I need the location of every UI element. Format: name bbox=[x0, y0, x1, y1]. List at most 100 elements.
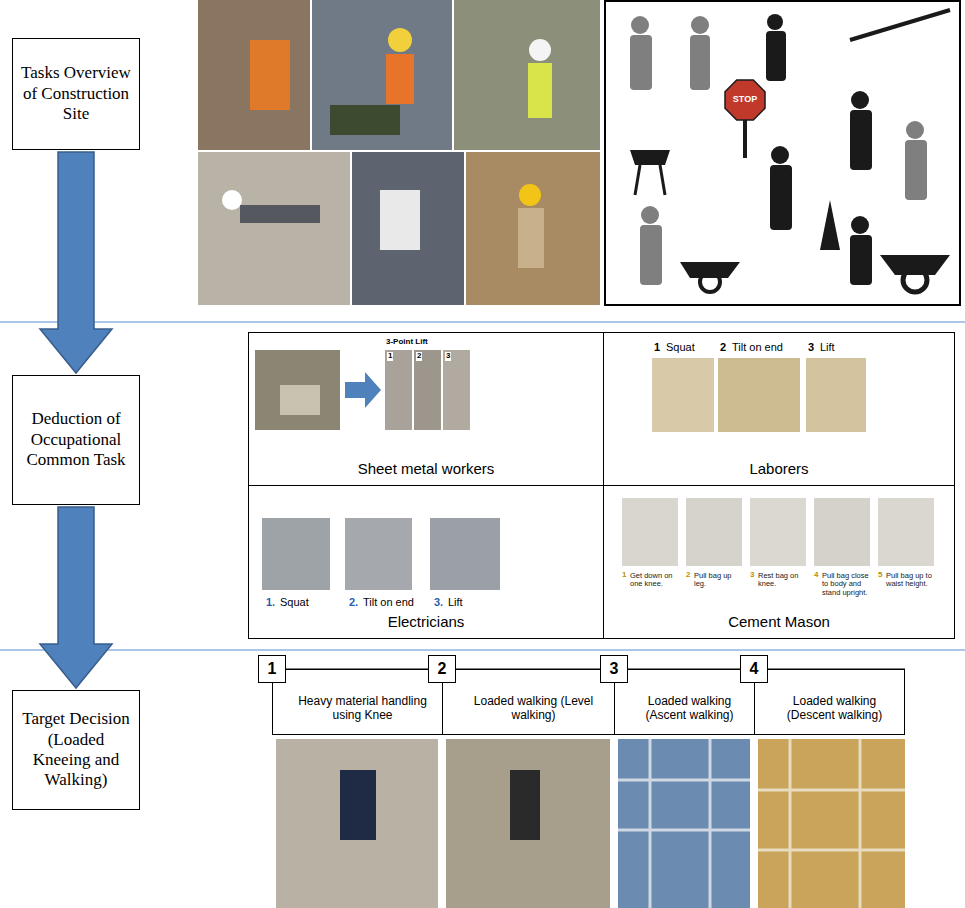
node-text: Loaded walking (Descent walking) bbox=[771, 694, 898, 723]
photo bbox=[262, 518, 330, 590]
photo-label: Tilt on end bbox=[732, 341, 783, 353]
node-text: 3 bbox=[610, 660, 619, 678]
text-holder: 4 bbox=[750, 660, 759, 678]
photo bbox=[750, 498, 806, 566]
photo bbox=[814, 498, 870, 566]
photo-collage bbox=[198, 0, 600, 305]
text-holder: Cement Mason bbox=[608, 613, 950, 630]
node-text: Electricians bbox=[253, 613, 599, 630]
photo-label: 5 bbox=[878, 571, 882, 580]
photo-detail bbox=[510, 770, 540, 840]
target-header: Loaded walking (Ascent walking) bbox=[614, 669, 755, 735]
stage-box: Tasks Overview of Construction Site bbox=[12, 38, 140, 150]
node-text: 4 bbox=[750, 660, 759, 678]
trade-panel: Laborers bbox=[603, 332, 955, 486]
photo-label: 3 bbox=[808, 341, 814, 353]
block-arrow bbox=[40, 152, 112, 373]
photo bbox=[618, 739, 750, 908]
photo-label: Rest bag on knee. bbox=[758, 572, 808, 589]
photo-detail bbox=[529, 39, 551, 61]
step-arrow bbox=[345, 372, 381, 408]
photo bbox=[198, 0, 310, 150]
node-text: 1 bbox=[268, 660, 277, 678]
text-holder: 1 bbox=[268, 660, 277, 678]
photo-label: Pull bag up to waist height. bbox=[886, 572, 936, 589]
scaffold-detail bbox=[618, 739, 750, 908]
worker-silhouette bbox=[905, 140, 927, 200]
photo bbox=[352, 152, 464, 305]
photo-label: Squat bbox=[280, 596, 309, 608]
photo bbox=[466, 152, 600, 305]
photo-label: 1 bbox=[387, 352, 393, 361]
worker-silhouette bbox=[850, 110, 872, 170]
photo-label: 3 bbox=[445, 352, 451, 361]
photo-detail bbox=[519, 184, 541, 206]
photo-label: 1 bbox=[622, 571, 626, 580]
text-holder: Heavy material handling using Knee bbox=[289, 694, 436, 723]
photo bbox=[430, 518, 500, 590]
photo-label: 2 bbox=[686, 571, 690, 580]
worker-silhouette bbox=[767, 14, 783, 30]
text-holder: 2 bbox=[438, 660, 447, 678]
node-text: Deduction of Occupational Common Task bbox=[19, 409, 133, 470]
photo-detail bbox=[386, 54, 414, 104]
photo-label: Lift bbox=[820, 341, 835, 353]
photo bbox=[414, 350, 441, 430]
worker-silhouette bbox=[906, 121, 924, 139]
worker-silhouette bbox=[640, 225, 662, 285]
task-photos bbox=[255, 350, 934, 590]
photo-detail bbox=[330, 105, 400, 135]
text-holder: Loaded walking (Ascent walking) bbox=[631, 694, 748, 723]
photo bbox=[345, 518, 412, 590]
photo bbox=[622, 498, 678, 566]
photo-label: Pull bag up leg. bbox=[694, 572, 744, 589]
photo-label: Pull bag close to body and stand upright… bbox=[822, 572, 872, 597]
photo bbox=[686, 498, 742, 566]
text-holder: Deduction of Occupational Common Task bbox=[19, 409, 133, 470]
photo bbox=[718, 358, 800, 432]
text-holder: Loaded walking (Level walking) bbox=[459, 694, 608, 723]
worker-silhouette bbox=[771, 146, 789, 164]
photo bbox=[806, 358, 866, 432]
text-holder: Tasks Overview of Construction Site bbox=[19, 63, 133, 124]
worker-silhouette bbox=[630, 35, 652, 90]
node-text: Heavy material handling using Knee bbox=[289, 694, 436, 723]
target-header: Heavy material handling using Knee bbox=[272, 669, 443, 735]
worker-silhouette bbox=[631, 16, 649, 34]
stage-box: Target Decision (Loaded Kneeing and Walk… bbox=[12, 690, 140, 810]
cone-silhouette bbox=[820, 200, 840, 250]
worker-silhouette bbox=[851, 216, 869, 234]
node-text: Cement Mason bbox=[608, 613, 950, 630]
photo-detail bbox=[222, 190, 242, 210]
photo-label: STOP bbox=[725, 95, 765, 105]
silhouette-panel bbox=[605, 1, 960, 305]
text-holder: 3 bbox=[610, 660, 619, 678]
photo-label: 3. bbox=[434, 596, 443, 608]
target-photos bbox=[258, 669, 905, 908]
barricade-silhouette bbox=[630, 150, 670, 165]
worker-silhouette bbox=[690, 35, 710, 90]
photo-detail bbox=[340, 770, 376, 840]
photo bbox=[446, 739, 610, 908]
photo-label: 4 bbox=[814, 571, 818, 580]
photo bbox=[878, 498, 934, 566]
photo-label: Lift bbox=[448, 596, 463, 608]
worker-silhouette bbox=[770, 165, 792, 230]
photo-label: 2. bbox=[349, 596, 358, 608]
callout-number: 3 bbox=[600, 655, 628, 683]
photo-label: 1 bbox=[654, 341, 660, 353]
panel-frame bbox=[605, 1, 960, 305]
photo-label: Squat bbox=[666, 341, 695, 353]
photo-detail bbox=[388, 28, 412, 52]
photo-detail bbox=[528, 63, 552, 118]
wheelbarrow-silhouette bbox=[880, 255, 950, 275]
photo-detail bbox=[518, 208, 544, 268]
pole-silhouette bbox=[850, 10, 950, 40]
photo-detail bbox=[280, 385, 320, 415]
photo bbox=[312, 0, 452, 150]
stage-box: Deduction of Occupational Common Task bbox=[12, 375, 140, 505]
barricade-silhouette bbox=[635, 165, 640, 195]
target-header: Loaded walking (Level walking) bbox=[442, 669, 615, 735]
